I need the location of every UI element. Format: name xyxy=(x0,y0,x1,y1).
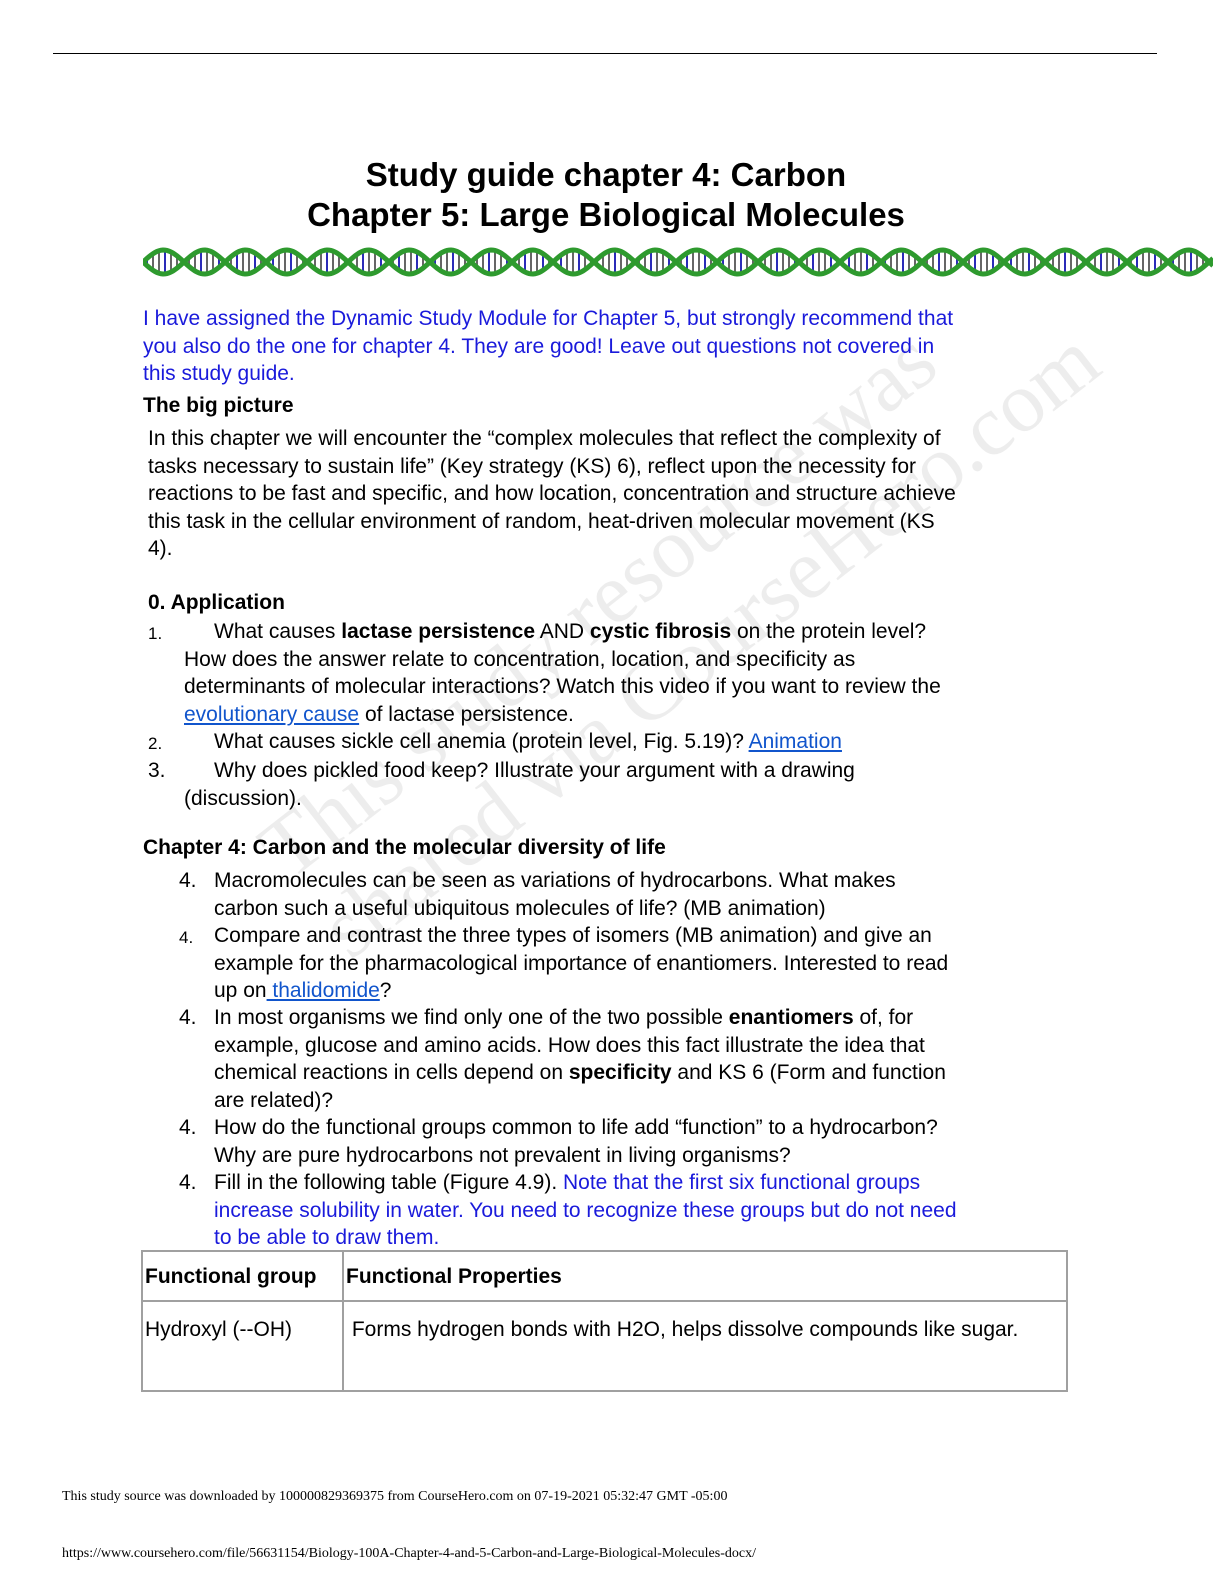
q1-line4: of lactase persistence. xyxy=(359,702,574,726)
question-number: 1. xyxy=(148,624,163,643)
item-line: carbon such a useful ubiquitous molecule… xyxy=(214,896,826,920)
big-picture-heading: The big picture xyxy=(143,394,294,417)
item-line: Macromolecules can be seen as variations… xyxy=(214,869,896,892)
item-line: Why are pure hydrocarbons not prevalent … xyxy=(214,1143,791,1167)
item-note-blue: to be able to draw them. xyxy=(214,1226,440,1249)
item-line: example for the pharmacological importan… xyxy=(214,951,949,975)
application-heading: 0. Application xyxy=(148,591,285,614)
page-title-line1: Study guide chapter 4: Carbon xyxy=(365,156,847,193)
application-question-1: 1. What causes lactase persistence AND c… xyxy=(148,618,1068,728)
item-line: Compare and contrast the three types of … xyxy=(214,924,932,947)
q3-line1: Why does pickled food keep? Illustrate y… xyxy=(214,759,855,782)
item-number: 4. xyxy=(179,1006,197,1029)
q1-text: AND xyxy=(535,620,590,643)
application-question-3: 3. Why does pickled food keep? Illustrat… xyxy=(148,757,1068,812)
item-text: ? xyxy=(379,979,392,1002)
specificity-bold: specificity xyxy=(568,1061,672,1084)
application-question-2: 2. What causes sickle cell anemia (prote… xyxy=(148,728,1068,756)
item-text: of, for xyxy=(853,1006,914,1029)
big-picture-line: reactions to be fast and specific, and h… xyxy=(148,482,956,505)
table-header-row: Functional group Functional Properties xyxy=(141,1250,1068,1302)
item-number: 4. xyxy=(179,1116,197,1139)
big-picture-line: 4). xyxy=(148,537,173,560)
item-line: are related)? xyxy=(214,1088,334,1112)
item-number: 4. xyxy=(179,928,194,947)
big-picture-line: this task in the cellular environment of… xyxy=(148,509,935,533)
table-header-cell: Functional Properties xyxy=(342,1250,1068,1302)
item-note-blue: Note that the first six functional group… xyxy=(563,1171,921,1194)
q1-bold-cystic: cystic fibrosis xyxy=(589,620,732,643)
source-url: https://www.coursehero.com/file/56631154… xyxy=(62,1546,756,1561)
item-note-blue: increase solubility in water. You need t… xyxy=(214,1198,957,1222)
chapter4-item: 4. How do the functional groups common t… xyxy=(179,1114,1069,1169)
item-text: Fill in the following table (Figure 4.9)… xyxy=(214,1171,563,1194)
item-text: chemical reactions in cells depend on xyxy=(214,1061,569,1084)
download-note: This study source was downloaded by 1000… xyxy=(62,1489,728,1504)
table-row: Hydroxyl (--OH) Forms hydrogen bonds wit… xyxy=(141,1300,1068,1392)
q1-text: on the protein level? xyxy=(731,620,927,643)
q1-line2: How does the answer relate to concentrat… xyxy=(184,647,856,671)
table-cell-group: Hydroxyl (--OH) xyxy=(141,1300,344,1392)
item-text: up on xyxy=(214,979,267,1002)
chapter4-item: 4. In most organisms we find only one of… xyxy=(179,1004,1069,1114)
intro-notice: I have assigned the Dynamic Study Module… xyxy=(143,305,953,388)
enantiomers-bold: enantiomers xyxy=(728,1006,854,1029)
page-title-line2: Chapter 5: Large Biological Molecules xyxy=(307,196,905,233)
chapter4-item: 4. Fill in the following table (Figure 4… xyxy=(179,1169,1069,1252)
q2-text: What causes sickle cell anemia (protein … xyxy=(214,730,749,753)
item-line: example, glucose and amino acids. How do… xyxy=(214,1033,925,1057)
evolutionary-cause-link[interactable]: evolutionary cause xyxy=(184,702,360,726)
q1-line3: determinants of molecular interactions? … xyxy=(184,675,941,698)
dna-helix-banner-icon xyxy=(143,247,1213,277)
item-line: How do the functional groups common to l… xyxy=(214,1116,938,1139)
intro-line: I have assigned the Dynamic Study Module… xyxy=(143,307,954,330)
q1-bold-lactase: lactase persistence xyxy=(341,620,536,643)
big-picture-text: In this chapter we will encounter the “c… xyxy=(148,425,956,563)
chapter4-item: 4. Macromolecules can be seen as variati… xyxy=(179,867,1069,922)
chapter4-item: 4. Compare and contrast the three types … xyxy=(179,922,1069,1005)
animation-link[interactable]: Animation xyxy=(748,730,842,753)
functional-groups-table: Functional group Functional Properties H… xyxy=(141,1250,1068,1392)
q1-text: What causes xyxy=(214,620,342,643)
big-picture-line: In this chapter we will encounter the “c… xyxy=(148,427,941,450)
chapter4-heading: Chapter 4: Carbon and the molecular dive… xyxy=(143,836,666,859)
item-text: and KS 6 (Form and function xyxy=(671,1061,946,1084)
table-cell-properties: Forms hydrogen bonds with H2O, helps dis… xyxy=(342,1300,1068,1392)
item-text: In most organisms we find only one of th… xyxy=(214,1006,729,1029)
intro-line: you also do the one for chapter 4. They … xyxy=(143,334,935,358)
question-number: 3. xyxy=(148,759,166,782)
intro-line: this study guide. xyxy=(143,362,295,385)
top-rule xyxy=(53,53,1157,54)
big-picture-line: tasks necessary to sustain life” (Key st… xyxy=(148,454,916,478)
q3-line2: (discussion). xyxy=(184,786,302,810)
thalidomide-link[interactable]: thalidomide xyxy=(266,979,380,1002)
item-number: 4. xyxy=(179,869,197,892)
question-number: 2. xyxy=(148,734,163,753)
table-header-cell: Functional group xyxy=(141,1250,344,1302)
item-number: 4. xyxy=(179,1171,197,1194)
